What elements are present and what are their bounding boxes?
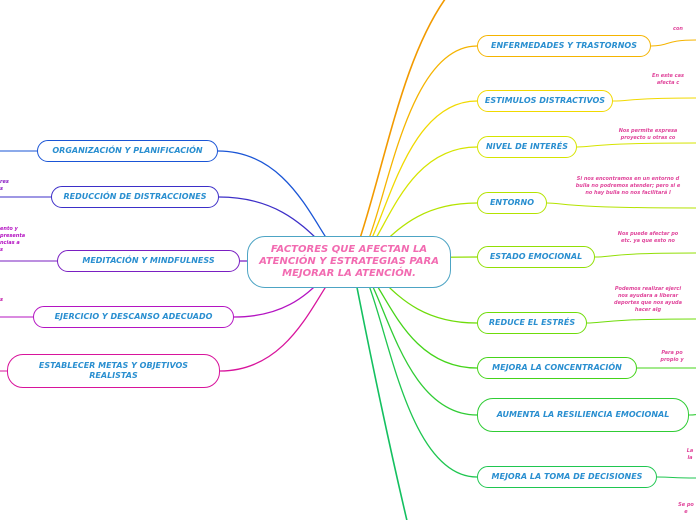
right-topic-3[interactable]: ENTORNO — [477, 192, 547, 214]
right-topic-0[interactable]: ENFERMEDADES Y TRASTORNOS — [477, 35, 651, 57]
left-topic-3-label: EJERCICIO Y DESCANSO ADECUADO — [54, 312, 213, 321]
branch-right-note-line-8 — [656, 476, 696, 479]
branch-right-note-line-0 — [650, 39, 696, 47]
left-topic-0-label: ORGANIZACIÓN Y PLANIFICACIÓN — [52, 146, 203, 155]
branch-right-note-line-1 — [612, 97, 696, 102]
right-topic-2-label: NIVEL DE INTERÉS — [485, 142, 569, 151]
branch-bottom-offscreen — [351, 261, 408, 520]
branch-right-8 — [351, 261, 478, 478]
central-topic[interactable]: FACTORES QUE AFECTAN LA ATENCIÓN Y ESTRA… — [247, 236, 451, 288]
right-topic-7[interactable]: AUMENTA LA RESILIENCIA EMOCIONAL — [477, 398, 689, 432]
right-topic-2[interactable]: NIVEL DE INTERÉS — [477, 136, 577, 158]
right-topic-8[interactable]: MEJORA LA TOMA DE DECISIONES — [477, 466, 657, 488]
right-topic-7-label: AUMENTA LA RESILIENCIA EMOCIONAL — [496, 410, 670, 419]
central-topic-label: FACTORES QUE AFECTAN LA ATENCIÓN Y ESTRA… — [259, 244, 439, 279]
branch-top-offscreen — [351, 0, 446, 263]
right-topic-5-label: REDUCE EL ESTRÉS — [488, 318, 576, 327]
right-topic-4-label: ESTADO EMOCIONAL — [489, 252, 583, 261]
branch-right-note-line-7 — [688, 408, 696, 416]
left-note-2: s — [0, 297, 3, 303]
left-topic-2-label: MEDITACIÓN Y MINDFULNESS — [82, 256, 215, 265]
branch-right-note-line-3 — [546, 202, 696, 209]
left-topic-2[interactable]: MEDITACIÓN Y MINDFULNESS — [57, 250, 240, 272]
left-topic-4-label: ESTABLECER METAS Y OBJETIVOS REALISTAS — [38, 361, 189, 380]
right-topic-1[interactable]: ESTIMULOS DISTRACTIVOS — [477, 90, 613, 112]
right-topic-6-label: MEJORA LA CONCENTRACIÓN — [492, 363, 622, 372]
right-topic-8-label: MEJORA LA TOMA DE DECISIONES — [491, 472, 643, 481]
right-note-0: con — [673, 26, 683, 32]
branch-right-note-line-4 — [594, 252, 696, 258]
left-topic-1-label: REDUCCIÓN DE DISTRACCIONES — [63, 192, 207, 201]
left-topic-4[interactable]: ESTABLECER METAS Y OBJETIVOS REALISTAS — [7, 354, 220, 388]
right-topic-6[interactable]: MEJORA LA CONCENTRACIÓN — [477, 357, 637, 379]
branch-right-note-line-5 — [586, 318, 696, 324]
branch-right-0 — [351, 45, 478, 263]
left-topic-0[interactable]: ORGANIZACIÓN Y PLANIFICACIÓN — [37, 140, 218, 162]
left-topic-1[interactable]: REDUCCIÓN DE DISTRACCIONES — [51, 186, 219, 208]
right-topic-3-label: ENTORNO — [489, 198, 535, 207]
right-topic-0-label: ENFERMEDADES Y TRASTORNOS — [491, 41, 637, 50]
right-topic-1-label: ESTIMULOS DISTRACTIVOS — [484, 96, 606, 105]
right-topic-5[interactable]: REDUCE EL ESTRÉS — [477, 312, 587, 334]
branch-right-note-line-2 — [576, 142, 696, 148]
right-topic-4[interactable]: ESTADO EMOCIONAL — [477, 246, 595, 268]
left-topic-3[interactable]: EJERCICIO Y DESCANSO ADECUADO — [33, 306, 234, 328]
